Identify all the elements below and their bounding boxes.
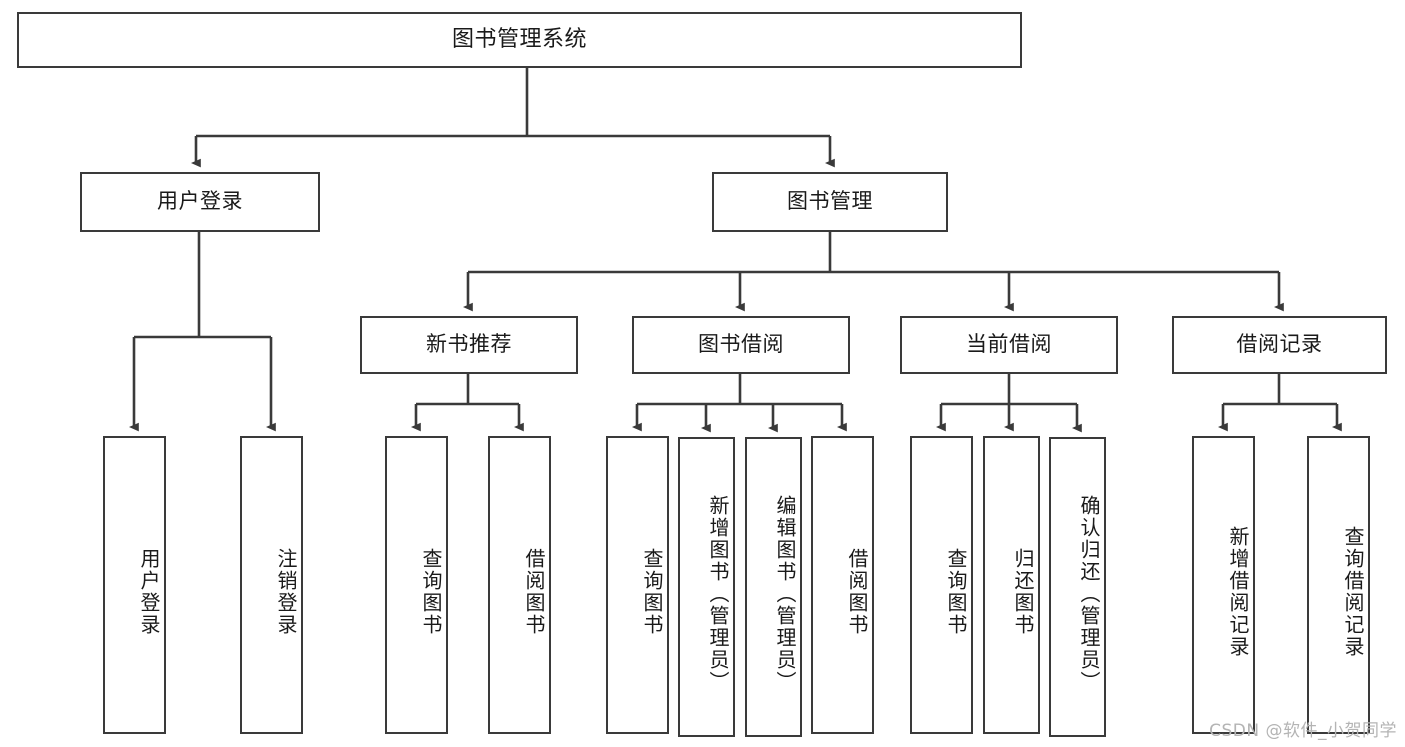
node-new-book-recommend[interactable]: 新书推荐 [360, 316, 578, 374]
node-label: 当前借阅 [966, 332, 1052, 357]
leaf-add-book-admin[interactable]: 新增图书（管理员） [678, 437, 735, 737]
node-book-management[interactable]: 图书管理 [712, 172, 948, 232]
leaf-borrow-book-recommend[interactable]: 借阅图书 [488, 436, 551, 734]
node-borrow-record[interactable]: 借阅记录 [1172, 316, 1387, 374]
node-label: 编辑图书（管理员） [773, 495, 797, 693]
node-label: 用户登录 [137, 548, 161, 636]
leaf-user-login[interactable]: 用户登录 [103, 436, 166, 734]
node-label: 借阅图书 [845, 548, 869, 636]
node-book-borrow[interactable]: 图书借阅 [632, 316, 850, 374]
node-label: 查询图书 [419, 548, 443, 636]
node-current-borrow[interactable]: 当前借阅 [900, 316, 1118, 374]
leaf-add-borrow-record[interactable]: 新增借阅记录 [1192, 436, 1255, 734]
watermark-text: CSDN @软件_小贺同学 [1209, 721, 1397, 741]
node-label: 借阅图书 [522, 548, 546, 636]
leaf-confirm-return-admin[interactable]: 确认归还（管理员） [1049, 437, 1106, 737]
leaf-borrow-book[interactable]: 借阅图书 [811, 436, 874, 734]
node-label: 归还图书 [1011, 548, 1035, 636]
leaf-query-borrow-record[interactable]: 查询借阅记录 [1307, 436, 1370, 734]
leaf-user-logout[interactable]: 注销登录 [240, 436, 303, 734]
node-label: 查询借阅记录 [1341, 526, 1365, 658]
node-label: 图书管理 [787, 189, 873, 214]
node-label: 查询图书 [640, 548, 664, 636]
leaf-query-book-recommend[interactable]: 查询图书 [385, 436, 448, 734]
node-label: 查询图书 [944, 548, 968, 636]
leaf-query-book-current[interactable]: 查询图书 [910, 436, 973, 734]
node-label: 注销登录 [274, 548, 298, 636]
node-user-login[interactable]: 用户登录 [80, 172, 320, 232]
leaf-query-book-borrow[interactable]: 查询图书 [606, 436, 669, 734]
node-label: 图书借阅 [698, 332, 784, 357]
node-label: 新书推荐 [426, 332, 512, 357]
node-label: 用户登录 [157, 189, 243, 214]
node-label: 确认归还（管理员） [1077, 495, 1101, 693]
leaf-return-book[interactable]: 归还图书 [983, 436, 1040, 734]
node-label: 新增图书（管理员） [706, 495, 730, 693]
node-label: 图书管理系统 [451, 26, 587, 52]
node-root-system[interactable]: 图书管理系统 [17, 12, 1022, 68]
leaf-edit-book-admin[interactable]: 编辑图书（管理员） [745, 437, 802, 737]
node-label: 新增借阅记录 [1226, 526, 1250, 658]
node-label: 借阅记录 [1236, 332, 1323, 357]
